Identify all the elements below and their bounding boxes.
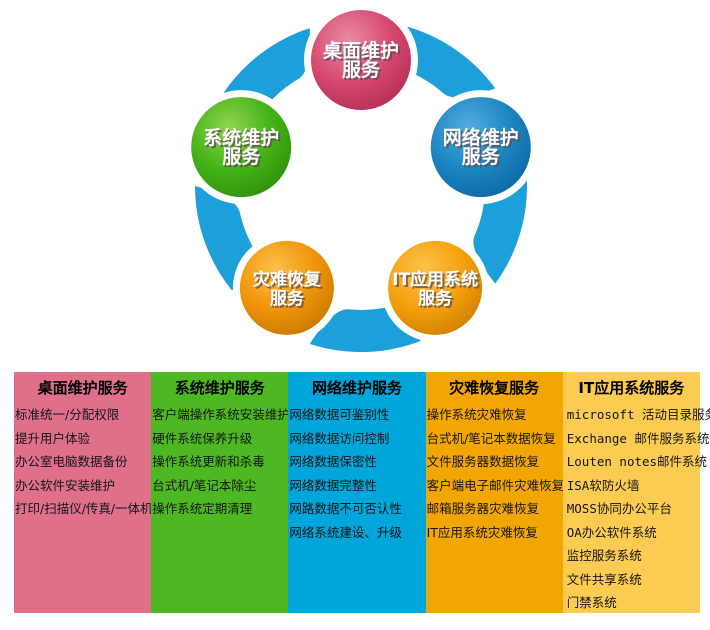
service-item: 监控服务系统: [566, 548, 642, 563]
column-items: 客户端操作系统安装维护硬件系统保养升级操作系统更新和杀毒台式机/笔记本除尘操作系…: [151, 398, 290, 521]
column-desktop-maintenance: 桌面维护服务 标准统一/分配权限提升用户体验办公室电脑数据备份办公软件安装维护打…: [14, 372, 153, 613]
column-network-maintenance: 网络维护服务 网络数据可鉴别性网络数据访问控制网络数据保密性网络数据完整性网路数…: [288, 372, 426, 613]
bubble-sphere: [191, 97, 292, 198]
service-item: 文件共享系统: [566, 571, 642, 587]
service-item: OA办公软件系统: [566, 524, 657, 540]
bubble-network-maintenance: 网络维护服务: [423, 90, 538, 205]
service-item: 硬件系统保养升级: [152, 430, 253, 446]
service-item: 操作系统灾难恢复: [426, 407, 527, 422]
service-item: 台式机/笔记本除尘: [152, 477, 257, 493]
service-item: 台式机/笔记本数据恢复: [426, 430, 556, 446]
column-header: IT应用系统服务: [578, 379, 685, 397]
service-table: 桌面维护服务 标准统一/分配权限提升用户体验办公室电脑数据备份办公软件安装维护打…: [14, 372, 710, 615]
service-item: 打印/扫描仪/传真/一体机: [15, 501, 153, 516]
bubble-desktop-maintenance: 桌面维护服务: [304, 3, 418, 117]
column-header: 桌面维护服务: [37, 379, 128, 397]
bubble-sphere: [430, 97, 531, 198]
service-item: 网络数据保密性: [289, 454, 377, 469]
bubble-label: 桌面维护服务: [323, 39, 399, 81]
service-item: 提升用户体验: [15, 430, 91, 446]
service-item: Exchange 邮件服务系统: [566, 430, 710, 446]
bubble-sphere: [388, 240, 483, 335]
column-it-application: IT应用系统服务 microsoft 活动目录服务 Exchange 邮件服务系统…: [562, 372, 710, 615]
column-system-maintenance: 系统维护服务 客户端操作系统安装维护硬件系统保养升级操作系统更新和杀毒台式机/笔…: [151, 372, 290, 613]
service-wheel-diagram: 桌面维护服务 系统维护服务 网络维护服务 灾难恢复服务 IT应用系统服务: [184, 3, 538, 353]
bubble-system-maintenance: 系统维护服务: [184, 90, 299, 205]
service-item: microsoft 活动目录服务: [566, 407, 710, 422]
bubble-disaster-recovery: 灾难恢复服务: [232, 233, 341, 342]
service-item: 网络数据完整性: [289, 477, 377, 493]
column-header: 网络维护服务: [311, 379, 402, 397]
column-items: 标准统一/分配权限提升用户体验办公室电脑数据备份办公软件安装维护打印/扫描仪/传…: [14, 398, 153, 521]
service-item: 文件服务器数据恢复: [426, 454, 540, 469]
bubble-label: 灾难恢复服务: [253, 269, 322, 309]
service-item: 网络系统建设、升级: [289, 524, 402, 540]
column-items: microsoft 活动目录服务 Exchange 邮件服务系统 Louten no…: [563, 398, 710, 615]
service-item: MOSS协同办公平台: [566, 501, 672, 516]
bubble-label: IT应用系统服务: [392, 269, 478, 309]
service-item: ISA软防火墙: [566, 477, 640, 493]
ring-arc: [473, 177, 528, 284]
bubble-label: 网络维护服务: [443, 126, 519, 168]
service-item: 邮箱服务器灾难恢复: [426, 501, 540, 516]
service-item: 网络数据可鉴别性: [289, 407, 390, 422]
bubble-sphere: [239, 240, 334, 335]
column-items: 网络数据可鉴别性网络数据访问控制网络数据保密性网络数据完整性网路数据不可否认性网…: [288, 398, 425, 544]
service-item: 客户端操作系统安装维护: [152, 407, 290, 422]
service-item: 门禁系统: [566, 595, 617, 610]
service-item: 标准统一/分配权限: [15, 407, 120, 422]
bubble-label: 系统维护服务: [203, 126, 279, 168]
service-item: IT应用系统灾难恢复: [426, 524, 538, 540]
column-header: 灾难恢复服务: [449, 379, 540, 397]
bubble-it-application: IT应用系统服务: [381, 233, 490, 342]
service-item: 办公室电脑数据备份: [15, 454, 128, 469]
service-item: 办公软件安装维护: [15, 477, 116, 493]
service-item: 网路数据不可否认性: [289, 501, 402, 516]
service-item: Louten notes邮件系统: [566, 454, 708, 469]
service-item: 客户端电子邮件灾难恢复: [426, 477, 565, 493]
bubble-sphere: [311, 10, 411, 110]
service-item: 操作系统更新和杀毒: [152, 454, 265, 469]
column-disaster-recovery: 灾难恢复服务 操作系统灾难恢复台式机/笔记本数据恢复文件服务器数据恢复客户端电子…: [425, 372, 565, 613]
ring-arc: [393, 25, 496, 98]
column-header: 系统维护服务: [174, 379, 265, 397]
column-items: 操作系统灾难恢复台式机/笔记本数据恢复文件服务器数据恢复客户端电子邮件灾难恢复邮…: [426, 398, 565, 544]
service-item: 网络数据访问控制: [289, 430, 390, 446]
service-item: 操作系统定期清理: [152, 501, 253, 516]
